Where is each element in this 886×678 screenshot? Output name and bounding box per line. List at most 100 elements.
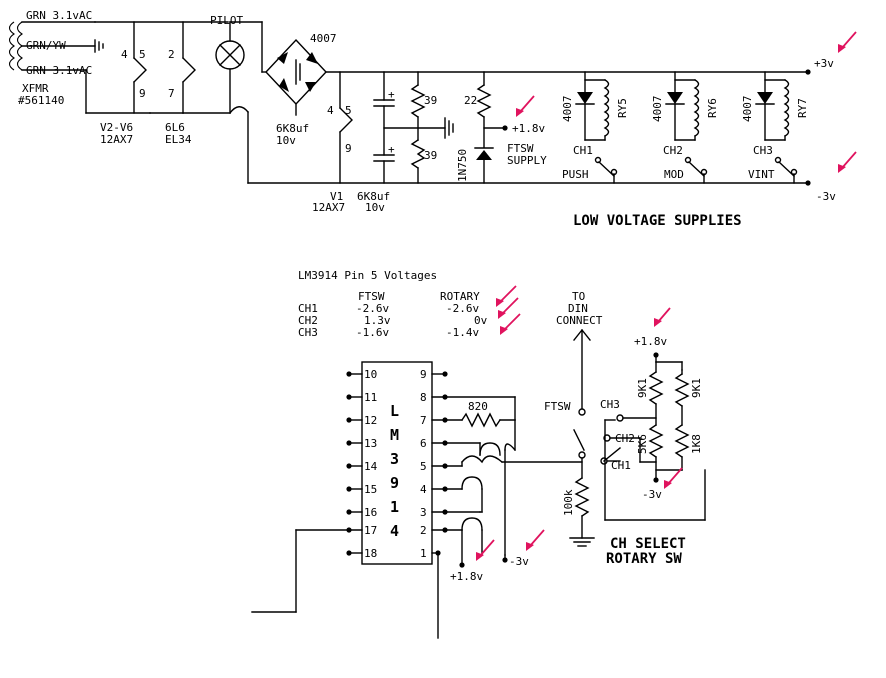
din-label-3: CONNECT bbox=[556, 314, 603, 327]
ftsw-supply-label: FTSW bbox=[507, 142, 534, 155]
table-row-ch1-ftsw: -2.6v bbox=[356, 302, 389, 315]
relay3-diode: 4007 bbox=[741, 96, 754, 123]
chip-wiring: +1.8v -3v bbox=[450, 419, 583, 583]
v1-pin-9: 9 bbox=[345, 142, 352, 155]
pin-1-label: 1 bbox=[420, 547, 427, 560]
r22-label: 22 bbox=[464, 94, 477, 107]
arrow-minus3-top bbox=[838, 151, 857, 173]
ftsw-supply: 22 1N750 +1.8v FTSW SUPPLY bbox=[456, 71, 547, 184]
zener-label: 1N750 bbox=[456, 149, 469, 182]
bridge-part: 4007 bbox=[310, 32, 337, 45]
relay2-channel: CH2 bbox=[663, 144, 683, 157]
sw-minus3-label: -3v bbox=[642, 488, 662, 501]
chip-letter-5: 1 bbox=[390, 498, 399, 516]
cap2-value: 6K8uf bbox=[357, 190, 390, 203]
cap1-voltage: 10v bbox=[276, 134, 296, 147]
r820-label: 820 bbox=[468, 400, 488, 413]
bias-resistors: 39 39 bbox=[410, 71, 437, 184]
chip-minus3-label: -3v bbox=[509, 555, 529, 568]
6l6-pin-7: 7 bbox=[168, 87, 175, 100]
relay2-name: RY6 bbox=[706, 98, 719, 118]
arrow-sw-plus18 bbox=[654, 307, 671, 327]
chip-letter-6: 4 bbox=[390, 522, 399, 540]
ftsw-supply-label-2: SUPPLY bbox=[507, 154, 547, 167]
xfmr-label: XFMR bbox=[22, 82, 49, 95]
relay2-diode: 4007 bbox=[651, 96, 664, 123]
voltage-table: LM3914 Pin 5 Voltages FTSW ROTARY CH1 -2… bbox=[298, 269, 488, 339]
relay-ry6: 4007 RY6 CH2 MOD bbox=[651, 71, 719, 184]
din-label-1: TO bbox=[572, 290, 585, 303]
arrow-rotary-2 bbox=[498, 297, 519, 319]
r39-bottom: 39 bbox=[424, 149, 437, 162]
arrow-rotary-3 bbox=[500, 313, 521, 335]
ftsw-label: FTSW bbox=[544, 400, 571, 413]
rotary-switch: CH3 CH2 CH1 +1.8v 9K1 9K1 5K6 1K8 -3v CH… bbox=[600, 335, 706, 567]
pin-15-label: 15 bbox=[364, 483, 377, 496]
v1-label: V1 bbox=[330, 190, 343, 203]
cap2-voltage: 10v bbox=[365, 201, 385, 214]
xfmr-part: #561140 bbox=[18, 94, 64, 107]
ch1-label: CH1 bbox=[611, 459, 631, 472]
din-label-2: DIN bbox=[568, 302, 588, 315]
xfmr-winding-1: GRN 3.1vAC bbox=[26, 9, 92, 22]
arrow-plus18-top bbox=[516, 95, 535, 117]
cap-polarity-bottom: + bbox=[388, 143, 395, 156]
low-voltage-title: LOW VOLTAGE SUPPLIES bbox=[573, 213, 742, 229]
table-row-ch2-rotary: 0v bbox=[474, 314, 488, 327]
filter-caps: + + 6K8uf 10v bbox=[357, 71, 454, 214]
table-header-ftsw: FTSW bbox=[358, 290, 385, 303]
relay2-label: MOD bbox=[664, 168, 684, 181]
lm3914-chip: L M 3 9 1 4 10 11 12 13 14 15 16 17 18 bbox=[251, 361, 583, 639]
relay3-channel: CH3 bbox=[753, 144, 773, 157]
xfmr-winding-3: GRN 3.1vAC bbox=[26, 64, 92, 77]
pin-8-label: 8 bbox=[420, 391, 427, 404]
rotary-title-1: CH SELECT bbox=[610, 536, 686, 552]
pin-4-label: 4 bbox=[420, 483, 427, 496]
plus18-label: +1.8v bbox=[512, 122, 545, 135]
pin-17-label: 17 bbox=[364, 524, 377, 537]
ch3-label: CH3 bbox=[600, 398, 620, 411]
chip-letter-1: L bbox=[390, 402, 399, 420]
arrow-chip-plus18 bbox=[476, 539, 495, 561]
pilot-lamp: PILOT bbox=[182, 14, 245, 114]
arrow-sw-minus3 bbox=[664, 467, 683, 489]
chip-right-pins: 9 8 7 6 5 4 3 2 1 bbox=[420, 368, 516, 639]
table-row-ch1-rotary: -2.6v bbox=[446, 302, 479, 315]
r39-top: 39 bbox=[424, 94, 437, 107]
relay1-name: RY5 bbox=[616, 98, 629, 118]
pin-3-label: 3 bbox=[420, 506, 427, 519]
chip-plus18-label: +1.8v bbox=[450, 570, 483, 583]
chip-letter-3: 3 bbox=[390, 450, 399, 468]
r1k8-label: 1K8 bbox=[690, 434, 703, 454]
arrow-plus3-top bbox=[838, 31, 857, 53]
pin-6-label: 6 bbox=[420, 437, 427, 450]
pin-5-label: 5 bbox=[420, 460, 427, 473]
pin-2-label: 2 bbox=[420, 524, 427, 537]
r5k6-label: 5K6 bbox=[636, 434, 649, 454]
v2v6-pin-5: 5 bbox=[139, 48, 146, 61]
pin-7-label: 7 bbox=[420, 414, 427, 427]
pin-16-label: 16 bbox=[364, 506, 377, 519]
arrow-rotary-1 bbox=[496, 285, 517, 307]
sw-plus18-label: +1.8v bbox=[634, 335, 667, 348]
relay3-name: RY7 bbox=[796, 98, 809, 118]
v1-pin-5: 5 bbox=[345, 104, 352, 117]
pin-18-label: 18 bbox=[364, 547, 377, 560]
cap-polarity-top: + bbox=[388, 88, 395, 101]
v2v6-pin-4: 4 bbox=[121, 48, 128, 61]
pin-9-label: 9 bbox=[420, 368, 427, 381]
xfmr-winding-2: GRN/YW bbox=[26, 39, 66, 52]
table-row-ch2: CH2 bbox=[298, 314, 318, 327]
rotary-title-2: ROTARY SW bbox=[606, 551, 682, 567]
6l6-type: EL34 bbox=[165, 133, 192, 146]
relay3-label: VINT bbox=[748, 168, 775, 181]
pin-11-label: 11 bbox=[364, 391, 377, 404]
r100k-label: 100k bbox=[562, 489, 575, 516]
pin-10-label: 10 bbox=[364, 368, 377, 381]
chip-letter-4: 9 bbox=[390, 474, 399, 492]
relay1-channel: CH1 bbox=[573, 144, 593, 157]
pin-13-label: 13 bbox=[364, 437, 377, 450]
table-row-ch3-rotary: -1.4v bbox=[446, 326, 479, 339]
table-header-rotary: ROTARY bbox=[440, 290, 480, 303]
bridge-rectifier: 4007 bbox=[229, 21, 337, 116]
